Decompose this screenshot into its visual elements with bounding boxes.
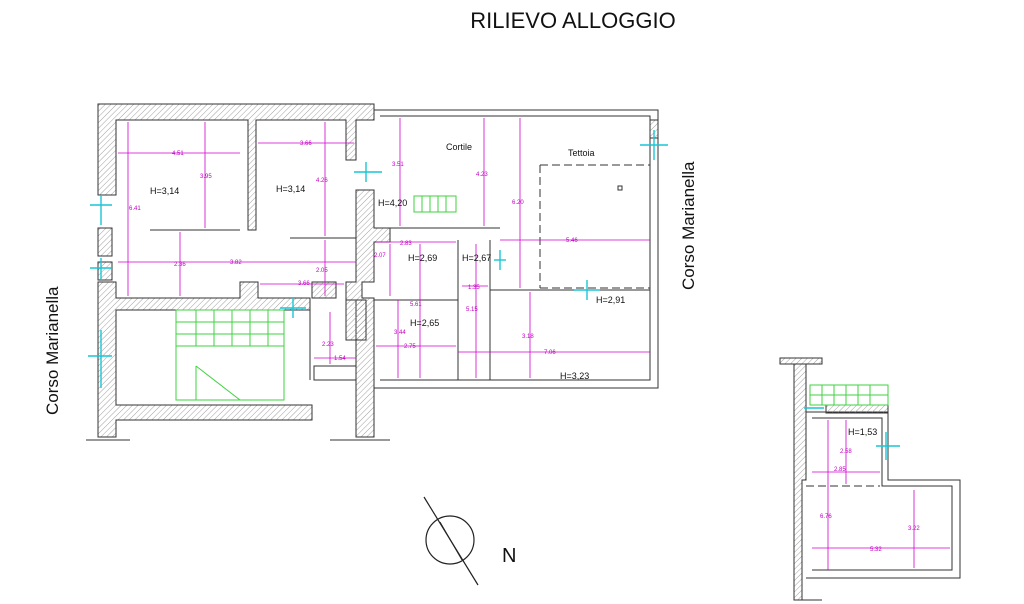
main-plan	[86, 103, 668, 441]
dim-label: 3.22	[908, 526, 920, 532]
dim-label: 1.35	[468, 285, 480, 291]
north-label: N	[502, 545, 516, 567]
room-height-2: H=3,14	[276, 184, 305, 194]
dim-label: 3.95	[200, 174, 212, 180]
dim-label: 2.75	[404, 344, 416, 350]
dim-label: 3.66	[300, 141, 312, 147]
dim-label: 3.51	[392, 162, 404, 168]
dim-label: 5.61	[410, 302, 422, 308]
street-label-left: Corso Marianella	[43, 286, 62, 415]
street-label-right: Corso Marianella	[679, 161, 698, 290]
cortile-label: Cortile	[446, 142, 472, 152]
dim-label: 2.07	[374, 253, 386, 259]
tettoia-label: Tettoia	[568, 148, 595, 158]
dim-label: 2.05	[316, 268, 328, 274]
outer-wall-left-block	[97, 103, 375, 231]
dim-label: 2.36	[174, 262, 186, 268]
dim-label: 7.06	[544, 350, 556, 356]
room-height-5: H=2,67	[462, 253, 491, 263]
drawing-title: RILIEVO ALLOGGIO	[470, 8, 675, 33]
dim-label: 5.46	[566, 238, 578, 244]
pillar-left-mid	[97, 227, 113, 257]
dim-label: 3.18	[522, 334, 534, 340]
outer-wall-right-inner	[380, 115, 651, 381]
room-height-4: H=2,69	[408, 253, 437, 263]
room-height-1: H=3,14	[150, 186, 179, 196]
dim-label: 4.51	[172, 151, 184, 157]
room-height-8: H=3,23	[560, 371, 589, 381]
dim-label: 4.26	[316, 178, 328, 184]
dim-label: 3.82	[230, 260, 242, 266]
room-height-7: H=2,91	[596, 295, 625, 305]
dim-label: 2.23	[322, 342, 334, 348]
dim-label: 2.58	[840, 449, 852, 455]
pillar-centre2	[345, 299, 367, 341]
windows	[88, 130, 668, 388]
room-height-9: H=1,53	[848, 427, 877, 437]
dim-label: 2.85	[834, 467, 846, 473]
secondary-staircase	[809, 384, 889, 406]
room-height-3: H=4,20	[378, 198, 407, 208]
dim-label: 3.66	[298, 281, 310, 287]
dim-label: 1.54	[334, 356, 346, 362]
main-staircase	[175, 309, 285, 401]
dim-label: 6.41	[129, 206, 141, 212]
dimension-lines	[118, 118, 650, 378]
north-arrow-icon	[423, 496, 479, 586]
pillar-left-mid2	[97, 261, 113, 281]
dim-label: 5.15	[466, 307, 478, 313]
small-staircase	[413, 195, 457, 213]
dim-label: 6.20	[512, 200, 524, 206]
secondary-plan	[779, 357, 961, 601]
tettoia-mark	[617, 185, 623, 191]
dim-label: 5.32	[870, 547, 882, 553]
dim-label: 3.44	[394, 330, 406, 336]
step-block	[313, 365, 357, 381]
dim-label: 2.83	[400, 241, 412, 247]
tettoia-outline	[539, 164, 650, 289]
outer-wall-left-lower	[97, 281, 313, 438]
pillar-centre	[311, 281, 337, 299]
room-height-6: H=2,65	[410, 318, 439, 328]
dim-label: 6.76	[820, 514, 832, 520]
dim-label: 4.23	[476, 172, 488, 178]
outer-wall-right	[374, 109, 659, 389]
